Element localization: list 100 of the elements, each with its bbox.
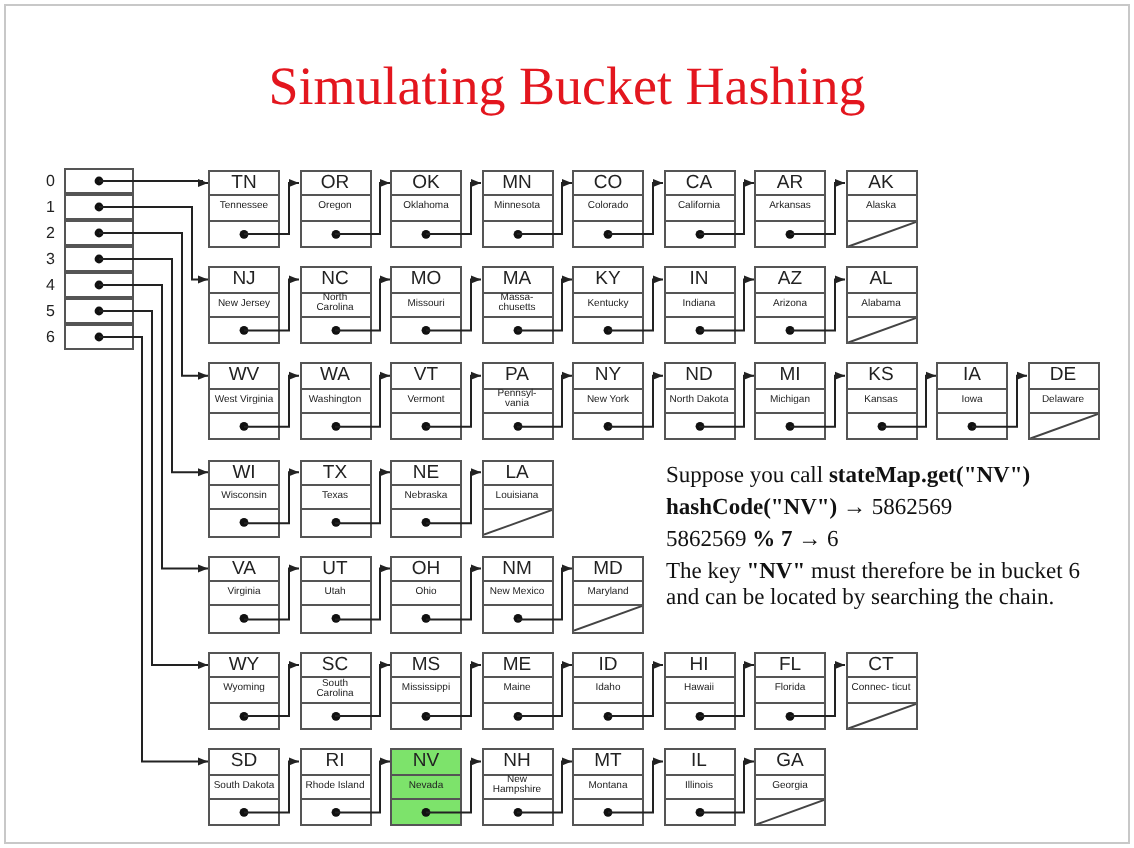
state-code: IL — [665, 750, 733, 776]
pointer-arrow — [334, 564, 391, 621]
pointer-arrow — [789, 371, 846, 428]
list-node-box — [390, 459, 462, 538]
pointer-arrow — [516, 564, 573, 621]
state-code: NJ — [210, 268, 278, 294]
pointer-arrow — [516, 179, 573, 235]
state-code: OR — [301, 172, 369, 197]
bucket-index: 3 — [46, 248, 55, 272]
state-code: CT — [847, 654, 915, 679]
pointer-arrow — [698, 757, 755, 814]
pointer-arrow — [607, 179, 664, 235]
state-code: CA — [665, 172, 733, 197]
state-code: OH — [392, 557, 460, 583]
list-node-box — [572, 748, 644, 827]
bucket-cell — [64, 168, 134, 194]
state-code: SD — [210, 750, 278, 776]
state-code: PA — [483, 364, 551, 390]
state-code: VA — [210, 557, 278, 583]
explanation-text: hashCode("NV") → 5862569 — [666, 496, 955, 522]
state-code: RI — [301, 750, 369, 776]
list-node-box — [754, 362, 826, 441]
pointer-arrow — [243, 371, 300, 428]
pointer-arrow — [334, 371, 391, 428]
list-node-box — [208, 555, 280, 634]
list-node-box — [390, 266, 462, 345]
bucket-cell — [64, 220, 134, 246]
pointer-arrow — [243, 564, 300, 621]
pointer-arrow — [698, 275, 755, 332]
state-code: AL — [847, 268, 915, 294]
list-node-box — [1027, 362, 1099, 441]
list-node-box — [572, 362, 644, 441]
state-code: MO — [392, 268, 460, 294]
bucket-index: 5 — [46, 300, 55, 324]
pointer-arrow — [698, 179, 755, 235]
list-node-box — [754, 266, 826, 345]
list-node-box — [208, 362, 280, 441]
state-code: DE — [1029, 364, 1097, 390]
pointer-arrow — [243, 468, 300, 525]
pointer-arrow — [243, 275, 300, 332]
bucket-index: 6 — [46, 326, 55, 350]
pointer-arrow — [789, 179, 846, 235]
explanation-text: 5862569 % 7 → 6 — [666, 528, 841, 554]
pointer-arrow — [880, 371, 937, 428]
pointer-arrow — [698, 661, 755, 717]
list-node-box — [208, 652, 280, 730]
list-node-box — [663, 748, 735, 827]
pointer-arrow — [516, 661, 573, 717]
list-node-box — [663, 170, 735, 248]
pointer-arrow — [334, 661, 391, 717]
pointer-arrow — [698, 371, 755, 428]
list-node-box — [390, 748, 462, 827]
state-code: SC — [301, 654, 369, 679]
state-code: KY — [574, 268, 642, 294]
bucket-cell — [64, 246, 134, 272]
bucket-index: 4 — [46, 274, 55, 298]
list-node-box — [390, 170, 462, 248]
state-code: UT — [301, 557, 369, 583]
list-node-box — [299, 652, 371, 730]
list-node-box — [845, 652, 917, 730]
list-node-box — [208, 266, 280, 345]
state-code: NV — [392, 750, 460, 776]
list-node-box — [663, 362, 735, 441]
explanation-text: Suppose you call stateMap.get("NV") — [666, 464, 1033, 490]
list-node-box — [481, 748, 553, 827]
pointer-arrow — [334, 757, 391, 814]
state-code: TX — [301, 461, 369, 486]
state-code: ME — [483, 654, 551, 679]
list-node-box — [572, 555, 644, 634]
list-node-box — [481, 652, 553, 730]
bucket-index: 1 — [46, 196, 55, 220]
pointer-arrow — [789, 275, 846, 332]
state-code: OK — [392, 172, 460, 197]
list-node-box — [572, 652, 644, 730]
pointer-arrow — [607, 275, 664, 332]
list-node-box — [845, 170, 917, 248]
pointer-arrow — [243, 661, 300, 717]
state-code: NH — [483, 750, 551, 776]
pointer-arrow — [425, 275, 482, 332]
state-code: WY — [210, 654, 278, 679]
pointer-arrow — [971, 371, 1028, 428]
bucket-index: 2 — [46, 222, 55, 246]
pointer-arrow — [98, 232, 209, 380]
state-code: IN — [665, 268, 733, 294]
state-code: MD — [574, 557, 642, 583]
state-code: NY — [574, 364, 642, 390]
list-node-box — [572, 170, 644, 248]
list-node-box — [481, 266, 553, 345]
bucket-index: 0 — [46, 170, 55, 194]
list-node-box — [754, 748, 826, 827]
bucket-cell — [64, 324, 134, 350]
state-code: ND — [665, 364, 733, 390]
pointer-arrow — [425, 371, 482, 428]
state-code: GA — [756, 750, 824, 776]
list-node-box — [481, 555, 553, 634]
list-node-box — [208, 459, 280, 538]
pointer-arrow — [98, 336, 209, 766]
list-node-box — [845, 362, 917, 441]
bucket-cell — [64, 194, 134, 220]
state-code: AK — [847, 172, 915, 197]
